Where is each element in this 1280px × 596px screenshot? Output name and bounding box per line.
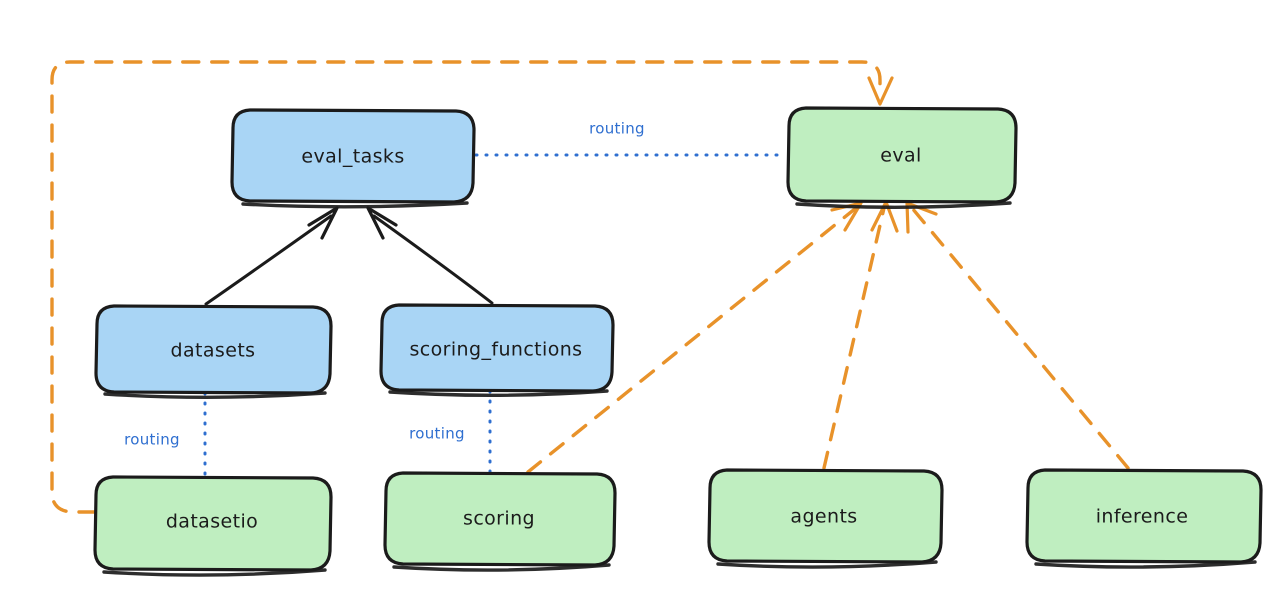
node-eval-tasks[interactable]: eval_tasks bbox=[230, 108, 476, 209]
node-label: eval bbox=[880, 145, 921, 167]
edge-line bbox=[204, 214, 333, 306]
node-label: datasetio bbox=[166, 511, 258, 533]
node-label: eval_tasks bbox=[301, 146, 404, 168]
arrow-head-icon bbox=[867, 76, 894, 106]
edge-inference-to-eval bbox=[905, 201, 1130, 470]
node-inference[interactable]: inference bbox=[1025, 468, 1263, 569]
node-label: scoring bbox=[463, 508, 535, 530]
node-sketch-underline bbox=[795, 201, 1012, 209]
edge-scoring-functions-to-scoring: routing bbox=[409, 389, 492, 474]
node-sketch-underline bbox=[102, 568, 327, 577]
node-sketch-underline bbox=[241, 201, 469, 209]
edge-line bbox=[372, 214, 494, 305]
node-scoring[interactable]: scoring bbox=[383, 471, 617, 572]
node-body bbox=[786, 106, 1018, 204]
node-sketch-underline bbox=[716, 560, 938, 569]
node-scoring-functions[interactable]: scoring_functions bbox=[379, 303, 615, 397]
node-datasets[interactable]: datasets bbox=[94, 304, 333, 399]
edge-line bbox=[50, 60, 882, 514]
node-sketch-underline bbox=[392, 563, 611, 572]
edge-label-routing: routing bbox=[124, 431, 180, 449]
node-sketch-underline bbox=[388, 389, 609, 397]
edge-line bbox=[526, 206, 858, 474]
edge-datasetio-to-eval bbox=[50, 60, 894, 514]
edge-group: routing routing routing bbox=[50, 60, 1130, 514]
edge-label-routing: routing bbox=[589, 120, 645, 138]
edge-datasets-to-eval-tasks bbox=[204, 206, 339, 306]
node-body bbox=[230, 108, 476, 204]
node-group: eval_tasks eval datasets scoring_functio… bbox=[93, 106, 1263, 577]
node-datasetio[interactable]: datasetio bbox=[93, 475, 333, 577]
node-agents[interactable]: agents bbox=[707, 468, 944, 569]
node-label: agents bbox=[790, 506, 857, 528]
node-eval[interactable]: eval bbox=[786, 106, 1018, 209]
node-label: scoring_functions bbox=[410, 339, 583, 361]
edge-line bbox=[910, 206, 1130, 470]
edge-eval-tasks-to-eval: routing bbox=[474, 120, 788, 157]
node-sketch-underline bbox=[1034, 560, 1257, 569]
node-sketch-underline bbox=[103, 391, 327, 399]
edge-line bbox=[822, 206, 886, 470]
node-label: inference bbox=[1096, 506, 1189, 528]
node-label: datasets bbox=[171, 340, 256, 362]
edge-label-routing: routing bbox=[409, 425, 465, 443]
edge-datasets-to-datasetio: routing bbox=[124, 391, 207, 478]
edge-agents-to-eval bbox=[822, 200, 899, 470]
edge-scoring-functions-to-eval-tasks bbox=[366, 206, 494, 305]
